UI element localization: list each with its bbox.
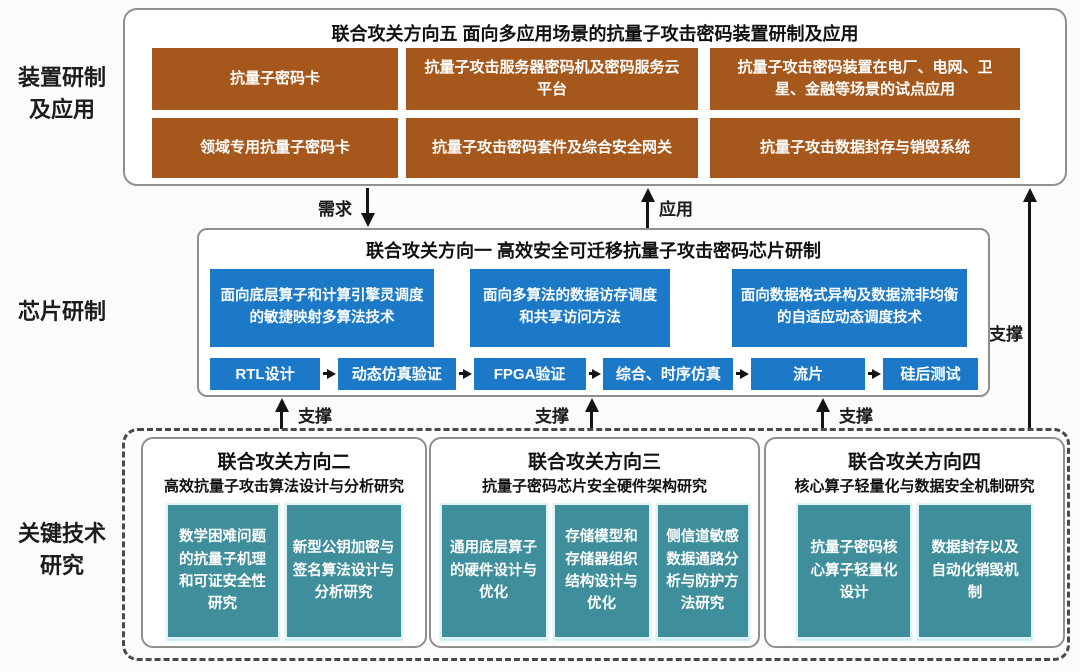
research-cell: 数学困难问题的抗量子机理和可证安全性研究	[165, 503, 280, 639]
side-label-research-line1: 关键技术	[17, 521, 106, 546]
support-arrow-label: 支撑	[535, 407, 569, 426]
flow-step: 综合、时序仿真	[603, 357, 734, 390]
device-cell: 抗量子攻击服务器密码机及密码服务云平台	[406, 48, 698, 110]
support-arrow-label: 支撑	[839, 407, 873, 426]
flow-arrow-right-icon	[588, 372, 593, 375]
support-arrow-tall-label: 支撑	[989, 325, 1023, 344]
flow-step: 硅后测试	[882, 357, 978, 390]
research-cell: 新型公钥加密与签名算法设计与分析研究	[284, 503, 403, 639]
side-label-research: 关键技术 研究	[6, 518, 118, 582]
device-cell: 抗量子攻击密码套件及综合安全网关	[406, 118, 698, 178]
flow-arrow-right-icon	[323, 372, 327, 375]
research-group-title: 联合攻关方向四	[847, 452, 981, 473]
chip-flow-row: RTL设计 动态仿真验证 FPGA验证 综合、时序仿真 流片 硅后测试	[210, 357, 978, 390]
research-group-box-3: 联合攻关方向三 抗量子密码芯片安全硬件架构研究 通用底层算子的硬件设计与优化 存…	[429, 437, 760, 648]
side-label-device-line2: 及应用	[28, 96, 95, 122]
research-group-title: 联合攻关方向三	[527, 452, 661, 473]
research-group-subtitle: 高效抗量子攻击算法设计与分析研究	[163, 478, 404, 495]
demand-arrow-down-icon	[366, 188, 369, 214]
flow-arrow-right-icon	[458, 372, 463, 375]
chip-tech-cell: 面向底层算子和计算引擎灵调度的敏捷映射多算法技术	[210, 269, 434, 347]
support-arrow-up-icon	[821, 411, 824, 429]
apply-arrow-up-icon	[646, 201, 649, 228]
research-cell: 存储模型和存储器组织结构设计与优化	[552, 503, 651, 639]
research-cell: 通用底层算子的硬件设计与优化	[439, 503, 548, 639]
flow-step: 流片	[751, 357, 866, 390]
device-section-title: 联合攻关方向五 面向多应用场景的抗量子攻击密码装置研制及应用	[331, 24, 859, 44]
flow-step: RTL设计	[210, 357, 320, 390]
research-cell-row: 数学困难问题的抗量子机理和可证安全性研究 新型公钥加密与签名算法设计与分析研究	[143, 503, 425, 639]
research-cell: 抗量子密码核心算子轻量化设计	[796, 503, 912, 639]
support-arrow-label: 支撑	[298, 407, 332, 426]
support-arrow-up-icon	[590, 411, 593, 429]
side-label-chip: 芯片研制	[17, 299, 106, 324]
chip-tech-cell: 面向多算法的数据访存调度和共享访问方法	[470, 269, 670, 347]
side-label-device: 装置研制 及应用	[6, 62, 118, 126]
flow-step: 动态仿真验证	[337, 357, 456, 390]
device-cell: 抗量子攻击数据封存与销毁系统	[710, 118, 1020, 178]
research-cell: 数据封存以及自动化销毁机制	[917, 503, 1033, 639]
research-group-box-4: 联合攻关方向四 核心算子轻量化与数据安全机制研究 抗量子密码核心算子轻量化设计 …	[764, 437, 1065, 648]
support-arrow-tall-icon	[1028, 201, 1031, 428]
apply-arrow-label: 应用	[659, 200, 693, 219]
chip-tech-cell: 面向数据格式异构及数据流非均衡的自适应动态调度技术	[732, 269, 967, 347]
side-label-research-line2: 研究	[39, 552, 84, 578]
chip-section-box: 联合攻关方向一 高效安全可迁移抗量子攻击密码芯片研制 面向底层算子和计算引擎灵调…	[197, 228, 990, 397]
flow-step: FPGA验证	[473, 357, 586, 390]
support-arrow-up-icon	[280, 411, 283, 429]
research-group-title: 联合攻关方向二	[217, 452, 351, 473]
device-section-box: 联合攻关方向五 面向多应用场景的抗量子攻击密码装置研制及应用 抗量子密码卡 抗量…	[123, 8, 1067, 186]
research-cell-row: 抗量子密码核心算子轻量化设计 数据封存以及自动化销毁机制	[766, 503, 1063, 639]
device-cell: 抗量子攻击密码装置在电厂、电网、卫星、金融等场景的试点应用	[710, 48, 1020, 110]
research-group-subtitle: 核心算子轻量化与数据安全机制研究	[794, 478, 1035, 495]
research-container: 联合攻关方向二 高效抗量子攻击算法设计与分析研究 数学困难问题的抗量子机理和可证…	[122, 428, 1070, 661]
research-cell: 侧信道敏感数据通路分析与防护方法研究	[655, 503, 750, 639]
research-cell-row: 通用底层算子的硬件设计与优化 存储模型和存储器组织结构设计与优化 侧信道敏感数据…	[431, 503, 758, 639]
chip-section-title: 联合攻关方向一 高效安全可迁移抗量子攻击密码芯片研制	[366, 241, 821, 261]
research-group-box-2: 联合攻关方向二 高效抗量子攻击算法设计与分析研究 数学困难问题的抗量子机理和可证…	[141, 437, 427, 648]
demand-arrow-label: 需求	[318, 200, 352, 219]
device-cell: 抗量子密码卡	[152, 48, 398, 110]
research-group-subtitle: 抗量子密码芯片安全硬件架构研究	[481, 478, 707, 495]
side-label-device-line1: 装置研制	[17, 65, 106, 90]
flow-arrow-right-icon	[868, 372, 872, 375]
flow-arrow-right-icon	[736, 372, 741, 375]
device-cell: 领域专用抗量子密码卡	[152, 118, 398, 178]
